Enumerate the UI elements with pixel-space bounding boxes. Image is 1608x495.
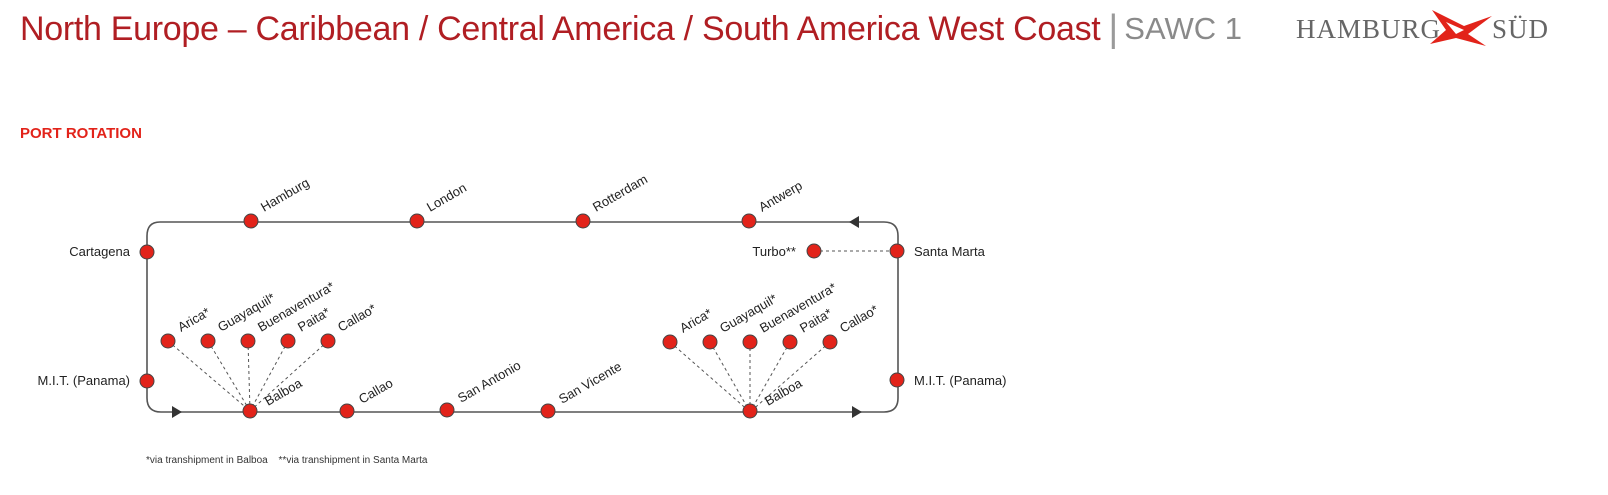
port-dot-rotterdam — [575, 213, 591, 229]
arrow-right-icon — [172, 406, 182, 418]
port-label-balboa-left: Balboa — [262, 375, 305, 409]
port-label-london: London — [424, 180, 469, 215]
port-label-rotterdam: Rotterdam — [590, 171, 650, 214]
logo-text-right: SÜD — [1492, 14, 1549, 44]
service-code: SAWC 1 — [1124, 11, 1242, 46]
port-dot-antwerp — [741, 213, 757, 229]
port-dot-feeder-right-1 — [702, 334, 718, 350]
port-label-san-antonio: San Antonio — [455, 358, 523, 406]
port-label-callao: Callao — [356, 375, 395, 406]
footnote-balboa: *via transhipment in Balboa — [146, 455, 268, 466]
port-dot-san-antonio — [439, 402, 455, 418]
port-dot-balboa-right — [742, 403, 758, 419]
port-label-turbo: Turbo** — [752, 244, 796, 259]
port-label-cartagena: Cartagena — [69, 244, 130, 259]
port-dot-turbo — [806, 243, 822, 259]
hamburg-sud-logo: HAMBURG SÜD — [1296, 10, 1549, 46]
port-label-santa-marta: Santa Marta — [914, 244, 986, 259]
port-label-antwerp: Antwerp — [756, 178, 805, 215]
port-dot-mit-left — [139, 373, 155, 389]
header: North Europe – Caribbean / Central Ameri… — [20, 4, 1242, 54]
port-label-san-vicente: San Vicente — [556, 359, 624, 407]
arrow-left-icon — [849, 216, 859, 228]
flag-icon — [1430, 10, 1492, 46]
port-dot-feeder-left-2 — [240, 333, 256, 349]
port-label-mit-right: M.I.T. (Panama) — [914, 373, 1006, 388]
route-loop — [146, 221, 899, 413]
port-dot-balboa-left — [242, 403, 258, 419]
page-title: North Europe – Caribbean / Central Ameri… — [20, 9, 1101, 48]
feeder-label-right-0: Arica* — [677, 305, 715, 335]
port-label-mit-left: M.I.T. (Panama) — [38, 373, 130, 388]
port-dot-santa-marta — [889, 243, 905, 259]
title-separator: | — [1108, 7, 1119, 50]
arrow-right-icon — [852, 406, 862, 418]
feeder-label-left-0: Arica* — [175, 304, 213, 334]
port-dot-hamburg — [243, 213, 259, 229]
port-dot-feeder-left-3 — [280, 333, 296, 349]
port-dot-feeder-left-1 — [200, 333, 216, 349]
port-label-hamburg: Hamburg — [258, 175, 312, 215]
port-dot-callao — [339, 403, 355, 419]
port-dot-feeder-left-0 — [160, 333, 176, 349]
logo-text-left: HAMBURG — [1296, 14, 1441, 44]
port-dot-feeder-right-4 — [822, 334, 838, 350]
port-dot-feeder-right-2 — [742, 334, 758, 350]
footnote: *via transhipment in Balboa **via transh… — [146, 455, 428, 466]
port-dot-feeder-left-4 — [320, 333, 336, 349]
port-dot-mit-right — [889, 372, 905, 388]
footnote-santa-marta: **via transhipment in Santa Marta — [278, 455, 428, 466]
feeder-label-left-4: Callao* — [335, 301, 379, 335]
port-dot-san-vicente — [540, 403, 556, 419]
port-dot-cartagena — [139, 244, 155, 260]
port-dot-london — [409, 213, 425, 229]
section-heading: PORT ROTATION — [20, 125, 142, 142]
port-dot-feeder-right-3 — [782, 334, 798, 350]
transhipment-links — [167, 250, 897, 413]
port-dot-feeder-right-0 — [662, 334, 678, 350]
port-markers — [139, 213, 905, 419]
feeder-label-right-4: Callao* — [837, 302, 881, 336]
